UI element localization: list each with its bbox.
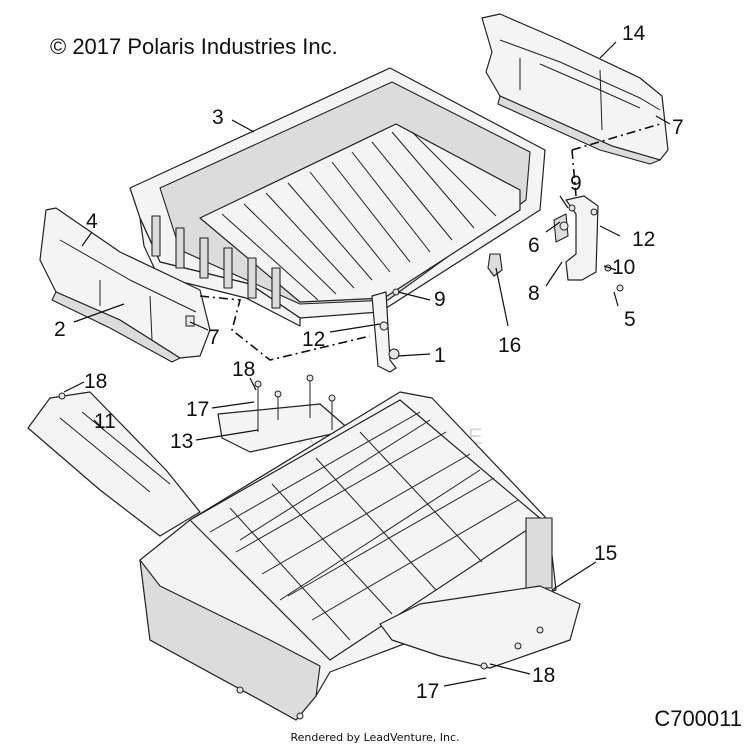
copyright-notice: © 2017 Polaris Industries Inc.	[50, 34, 338, 59]
callout-6: 6	[528, 234, 540, 257]
phantom-lines	[199, 123, 661, 361]
studs	[254, 374, 336, 432]
part-16-hook	[487, 253, 503, 277]
part-14-side-panel	[481, 13, 669, 165]
cargo-frame-lattice	[139, 391, 557, 721]
part-11-skid-plate	[27, 391, 201, 537]
callout-labels: 14 3 4 2 7 7 9 12 6 8 10 5 9 12 1 16 18 …	[54, 22, 684, 703]
callout-15: 15	[594, 542, 617, 565]
part-10-mount-bracket	[553, 195, 624, 292]
leader-lines	[63, 41, 671, 687]
callout-3: 3	[212, 106, 224, 129]
callout-9-center: 9	[434, 288, 446, 311]
callout-12-center: 12	[302, 328, 325, 351]
callout-13: 13	[170, 430, 193, 453]
part-15-skid-plate	[379, 585, 581, 670]
part-1-latch-bracket	[371, 288, 400, 373]
lattice-grid	[209, 411, 519, 641]
callout-9-right: 9	[570, 172, 582, 195]
callout-10: 10	[612, 256, 635, 279]
callout-1: 1	[434, 344, 446, 367]
diagram-id: C700011	[654, 706, 742, 731]
callout-2: 2	[54, 318, 66, 341]
cargo-box-front-ribs	[151, 215, 281, 309]
part-13-center-plate	[217, 374, 351, 453]
callout-7-left: 7	[208, 326, 220, 349]
callout-12-right: 12	[632, 228, 655, 251]
cargo-box-floor-ribs	[221, 131, 497, 301]
callout-7-right: 7	[672, 116, 684, 139]
callout-8: 8	[528, 282, 540, 305]
part-3-cargo-box	[129, 67, 546, 327]
callout-4: 4	[86, 210, 98, 233]
callout-18-center: 18	[232, 358, 255, 381]
callout-17-bottom: 17	[416, 680, 439, 703]
callout-17-center: 17	[186, 398, 209, 421]
callout-18-bottom: 18	[532, 664, 555, 687]
callout-11: 11	[94, 410, 116, 433]
rendered-by-credit: Rendered by LeadVenture, Inc.	[290, 731, 460, 744]
callout-14: 14	[622, 22, 646, 45]
callout-18-left: 18	[84, 370, 107, 393]
callout-16: 16	[498, 334, 521, 357]
callout-5: 5	[624, 308, 636, 331]
